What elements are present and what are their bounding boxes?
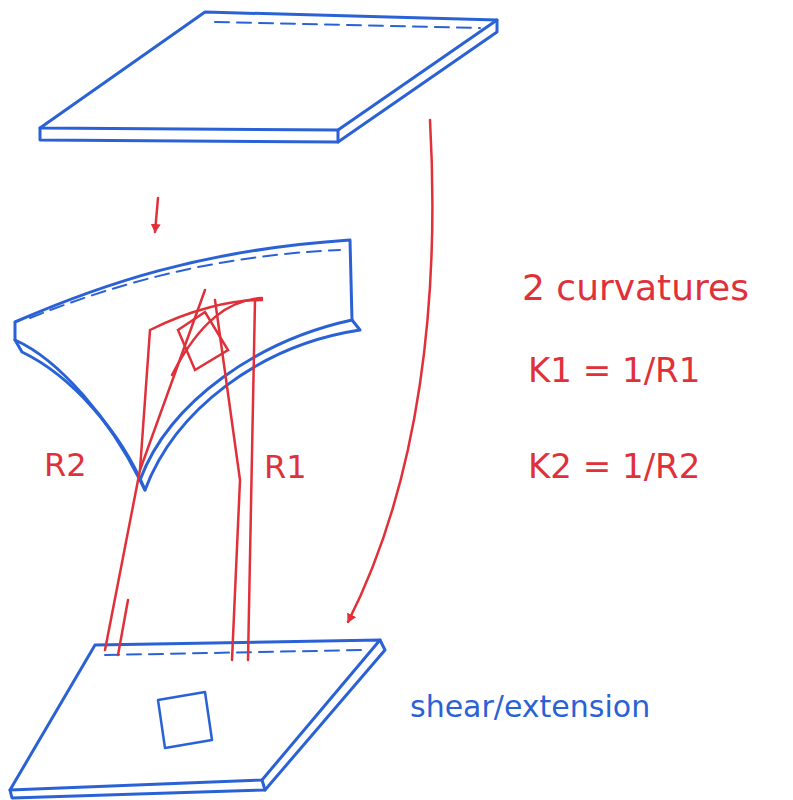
transition-arrow — [348, 120, 432, 622]
heading-note: 2 curvatures — [522, 268, 749, 308]
sheared-plate — [10, 640, 380, 790]
curved-plate — [15, 240, 352, 480]
deformation-note: shear/extension — [410, 690, 650, 723]
transition-arrow — [155, 198, 158, 232]
element-square — [178, 312, 228, 370]
curvature-formula: K2 = 1/R2 — [528, 448, 700, 485]
radius-label: R1 — [264, 450, 307, 485]
plate-thickness — [40, 20, 497, 142]
element-square — [158, 692, 212, 748]
flat-plate — [40, 12, 497, 130]
radius-label: R2 — [44, 448, 87, 483]
curvature-formula: K1 = 1/R1 — [528, 352, 700, 389]
